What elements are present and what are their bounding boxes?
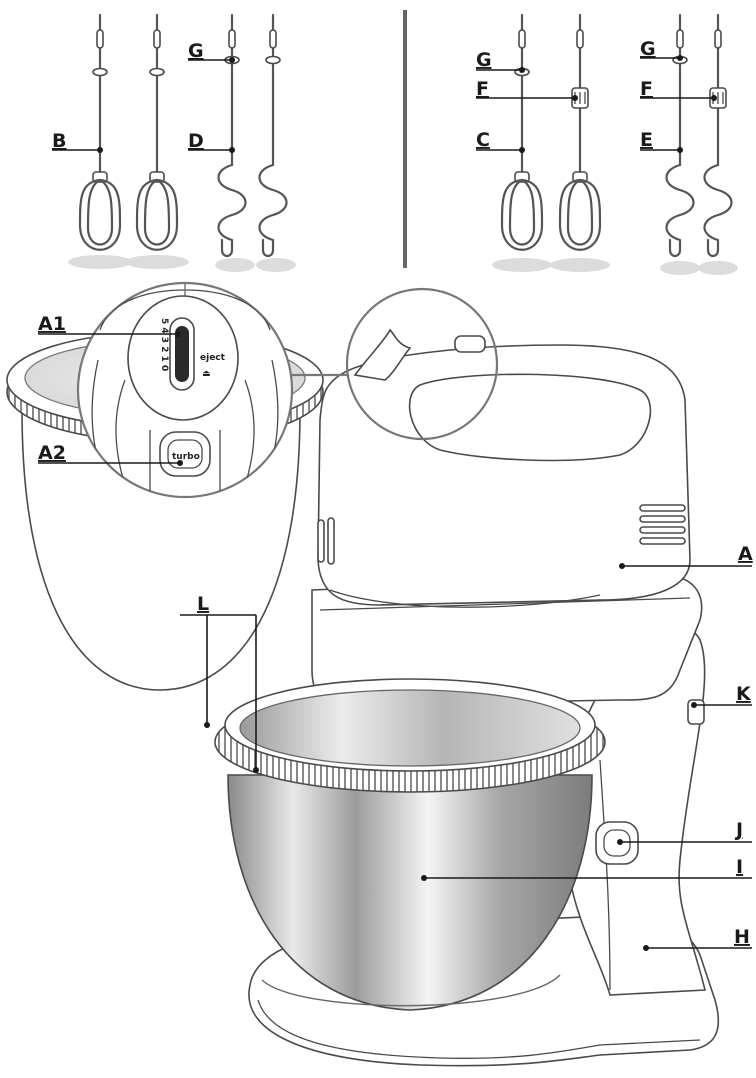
svg-text:G: G — [640, 38, 656, 60]
label-i: I — [421, 856, 752, 881]
svg-text:K: K — [736, 683, 752, 705]
label-d: D — [188, 130, 235, 153]
label-e: E — [640, 129, 683, 153]
hand-mixer — [317, 335, 691, 608]
main-bowl — [214, 678, 606, 1011]
dough-hook-d-pair — [215, 13, 296, 272]
vent-slots-right — [639, 504, 686, 545]
label-g-left: G — [188, 40, 235, 63]
eject-label: eject — [200, 353, 226, 363]
svg-text:B: B — [52, 130, 66, 152]
svg-text:C: C — [476, 129, 490, 151]
zoom-marker — [345, 287, 499, 441]
label-g-right: G — [640, 38, 683, 61]
svg-text:H: H — [734, 926, 750, 948]
label-f-right: F — [640, 78, 717, 101]
label-a: A — [619, 543, 753, 569]
svg-text:A2: A2 — [38, 442, 66, 464]
svg-text:A: A — [738, 543, 753, 565]
beater-b-pair — [68, 13, 189, 269]
label-f-left: F — [476, 78, 578, 101]
vent-slots-left — [317, 517, 335, 565]
label-c: C — [476, 129, 525, 153]
svg-text:J: J — [734, 819, 743, 841]
label-b: B — [52, 130, 103, 153]
svg-text:I: I — [736, 856, 743, 878]
speed-scale: 5 4 3 2 1 0 — [159, 318, 169, 371]
accessories-panel: B G D G F C G F — [52, 10, 738, 275]
label-h: H — [643, 926, 752, 951]
turbo-button[interactable] — [159, 431, 211, 477]
label-g-mid: G — [476, 49, 525, 73]
label-k: K — [691, 683, 752, 708]
svg-text:G: G — [476, 49, 492, 71]
svg-text:A1: A1 — [38, 313, 66, 335]
svg-text:F: F — [476, 78, 489, 100]
svg-text:E: E — [640, 129, 653, 151]
dough-hook-e-pair — [660, 13, 738, 275]
svg-text:L: L — [197, 593, 209, 615]
beater-c-pair — [492, 13, 610, 272]
label-a2: A2 — [38, 442, 183, 466]
control-panel-magnifier: 5 4 3 2 1 0 eject ⏏ turbo — [76, 281, 294, 499]
label-l: L — [180, 593, 259, 773]
turbo-label: turbo — [172, 452, 200, 462]
svg-text:F: F — [640, 78, 653, 100]
svg-text:D: D — [188, 130, 204, 152]
label-j: J — [617, 819, 752, 845]
eject-symbol: ⏏ — [202, 369, 211, 379]
svg-text:G: G — [188, 40, 204, 62]
label-a1: A1 — [38, 313, 181, 337]
